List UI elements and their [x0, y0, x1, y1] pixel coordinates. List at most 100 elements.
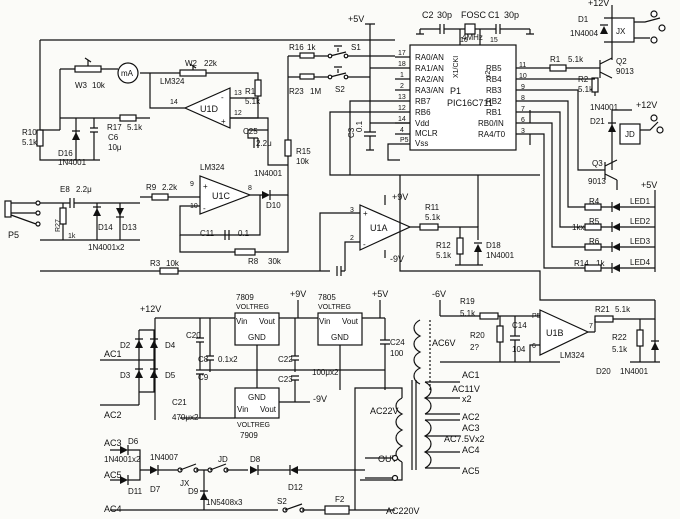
out-label: OUT [378, 454, 398, 464]
lm324-bottom: LM324 [560, 351, 585, 360]
r14-label: R14 [574, 259, 589, 268]
reg1-type: VOLTREG [236, 304, 269, 311]
q2-label: Q2 [616, 57, 627, 66]
d8-label: D8 [250, 455, 261, 464]
c8-value: 0.1x2 [218, 355, 238, 364]
crystal-oscillator: C2 30p FOSC C1 30p 4MHz [416, 10, 534, 45]
r16-label: R16 [289, 43, 304, 52]
r1-value: 5.1k [568, 55, 584, 64]
r22-label: R22 [612, 333, 627, 342]
pin-rb4: RB4 [486, 75, 502, 84]
reg1-vin: Vin [236, 317, 247, 326]
ac220v-label: AC220V [386, 506, 420, 516]
r27-value: 1k [68, 233, 76, 240]
s1-label: S1 [351, 43, 361, 52]
c24-value: 100 [390, 349, 404, 358]
d4-label: D4 [165, 341, 176, 350]
c1-label: C1 [488, 10, 500, 20]
ac3-sec: AC3 [462, 423, 480, 433]
u1d-plus: + [221, 117, 226, 126]
c21-value: 470μx2 [172, 413, 199, 422]
ac11v-label: AC11V [452, 384, 480, 394]
c21-label: C21 [172, 398, 187, 407]
d10-value: 1N4001 [254, 169, 283, 178]
meter-amplifier: W2 22k mA W3 10k R13 5.1k U1D LM324 - + … [22, 39, 395, 167]
pin-no-3: 3 [521, 128, 525, 135]
pin-ra3: RA3/AN [415, 86, 444, 95]
r22-value: 5.1k [612, 345, 628, 354]
r5-label: R5 [589, 217, 600, 226]
ac1-bridge: AC1 [104, 349, 122, 359]
u1c-label: U1C [212, 191, 231, 201]
s2-switch-label: S2 [277, 497, 287, 506]
pin-no-14: 14 [398, 116, 406, 123]
relay-jd-label: JD [625, 130, 635, 139]
fosc-label: FOSC [461, 10, 487, 20]
r4-label: R4 [589, 197, 600, 206]
u1b-pin7: 7 [589, 323, 593, 330]
pin-no-16: 16 [460, 37, 468, 44]
plus12v-top: +12V [588, 0, 609, 8]
reg2-part: 7805 [318, 293, 336, 302]
minus6v-label: -6V [432, 289, 446, 299]
ac1-sec: AC1 [462, 370, 480, 380]
led3-label: LED3 [630, 237, 651, 246]
led1-label: LED1 [630, 197, 651, 206]
ac4-in: AC4 [104, 504, 122, 514]
lm324-mid: LM324 [200, 163, 225, 172]
pin-ra2: RA2/AN [415, 75, 444, 84]
d10-label: D10 [266, 201, 281, 210]
u1a-pin3: 3 [350, 207, 354, 214]
ac22v-label: AC22V [370, 406, 399, 416]
plus5v-top: +5V [348, 14, 364, 24]
d1-label: D1 [578, 15, 589, 24]
led4-label: LED4 [630, 258, 651, 267]
c14-value: 104 [512, 345, 526, 354]
u1d-label: U1D [200, 104, 219, 114]
pic-ref: P1 [450, 86, 461, 96]
c8-label: C8 [198, 355, 209, 364]
plus5v-psu: +5V [372, 289, 388, 299]
d3-label: D3 [120, 371, 131, 380]
c20-label: C20 [186, 331, 201, 340]
r19-label: R19 [460, 297, 475, 306]
led2-label: LED2 [630, 217, 651, 226]
jd-contact: JD [218, 455, 228, 464]
fuse-label: F2 [335, 495, 345, 504]
q3-label: Q3 [592, 159, 603, 168]
r2-value: 5.1k [578, 85, 594, 94]
q2-value: 9013 [616, 67, 634, 76]
d16-value: 1N4001 [58, 158, 87, 167]
d9-value: 1N5408x3 [206, 498, 243, 507]
r21-label: R21 [595, 305, 610, 314]
plus5v-led: +5V [641, 180, 657, 190]
d11-label: D11 [128, 487, 143, 496]
r19-value: 5.1k [460, 309, 476, 318]
d21-label: D21 [590, 117, 605, 126]
u1b-label: U1B [546, 328, 564, 338]
pin-rb2: RB2 [486, 97, 502, 106]
u1c-plus: + [203, 182, 208, 191]
pin-no-17: 17 [398, 50, 406, 57]
reg2-vout: Vout [342, 317, 359, 326]
u1b-pin5: P5 [532, 313, 541, 320]
u1a-pin2: 2 [350, 235, 354, 242]
crystal-freq: 4MHz [462, 33, 483, 42]
ac75-label: AC7.5Vx2 [444, 434, 485, 444]
ac2-sec: AC2 [462, 412, 480, 422]
pin-x1: X1/CKI [453, 56, 460, 78]
pin-no-18: 18 [398, 61, 406, 68]
r10-label: R10 [22, 128, 37, 137]
d7-label: D7 [150, 485, 161, 494]
r23-label: R23 [289, 87, 304, 96]
d13-label: D13 [122, 223, 137, 232]
reg1-vout: Vout [259, 317, 276, 326]
reg3-gnd: GND [248, 393, 266, 402]
c2223-value: 100μx2 [312, 368, 339, 377]
r17-label: R17 [107, 123, 122, 132]
relay-jx-label: JX [616, 27, 626, 36]
d14-label: D14 [98, 223, 113, 232]
reg3-vin: Vin [237, 405, 248, 414]
pin-rb6: RB6 [415, 108, 431, 117]
